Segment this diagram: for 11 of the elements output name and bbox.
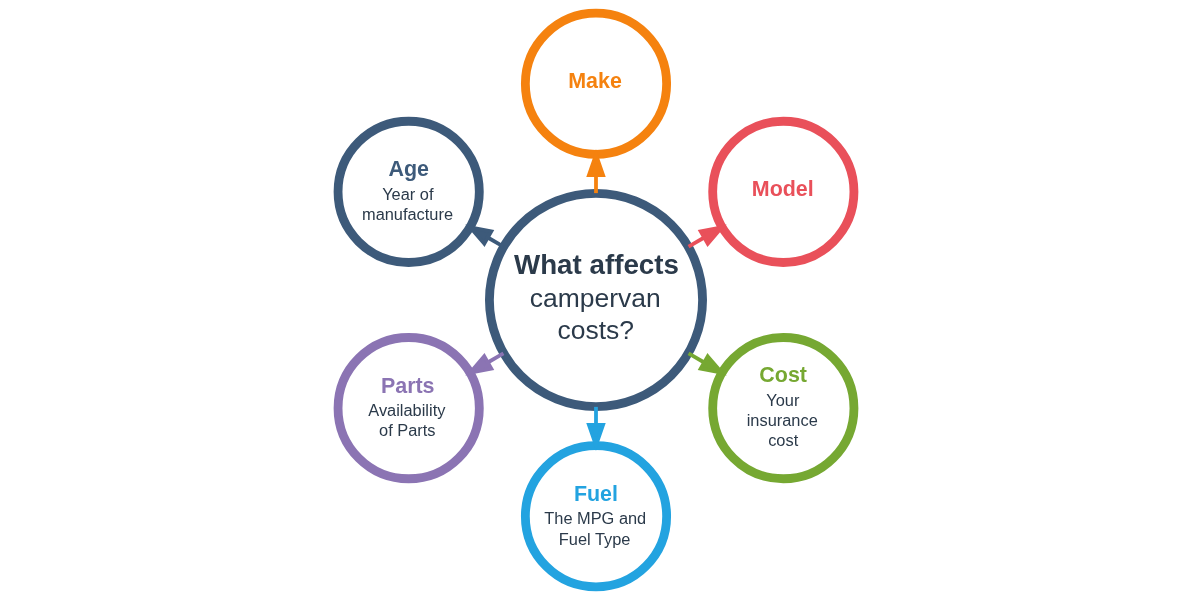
node-circle: Parts Availability of Parts — [333, 333, 484, 484]
node-circle: Fuel The MPG and Fuel Type — [520, 441, 672, 592]
node-circle: Cost Your insurance cost — [708, 333, 859, 484]
node-circle: Age Year of manufacture — [333, 116, 484, 267]
arrow — [687, 224, 727, 249]
arrow — [586, 149, 606, 194]
arrow — [687, 351, 727, 376]
node-circle: Make — [520, 8, 672, 159]
arrow — [465, 351, 505, 376]
node-circle: Model — [708, 116, 859, 267]
arrow — [586, 406, 606, 451]
